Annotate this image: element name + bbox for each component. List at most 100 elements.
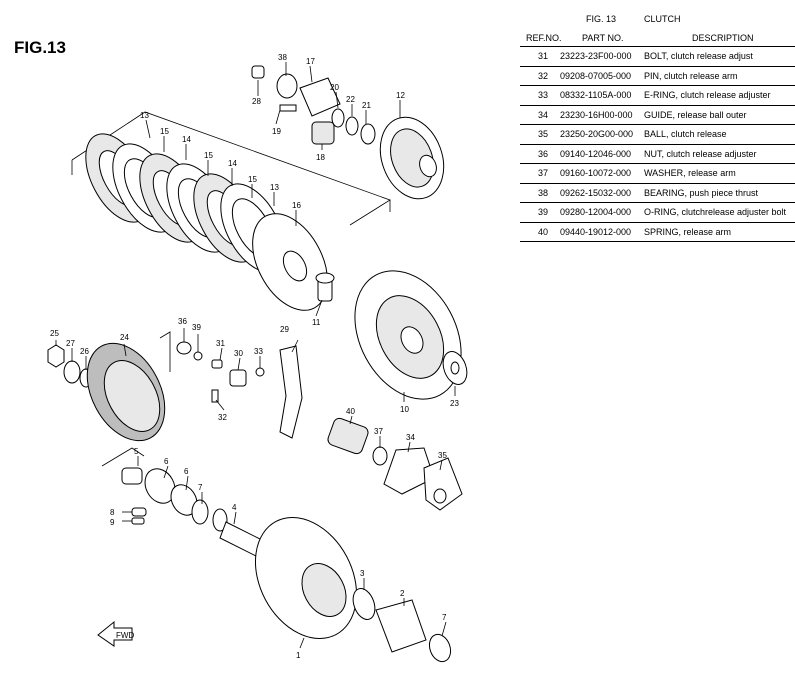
row-desc: GUIDE, release ball outer [644,109,747,120]
table-row: 39 09280-12004-000 O-RING, clutchrelease a… [520,203,795,223]
clutch-housing [354,270,462,400]
callout-14: 14 [182,135,191,144]
callout-labels: 13 15 14 15 14 15 13 16 11 10 12 23 29 3… [50,53,459,660]
callout-21: 21 [362,101,371,110]
callout-19: 19 [272,127,281,136]
row-desc: PIN, clutch release arm [644,70,738,81]
row-ref: 31 [537,51,548,61]
header-desc: DESCRIPTION [692,33,754,43]
callout-38: 38 [278,53,287,62]
callout-30: 30 [234,349,243,358]
callout-9: 9 [110,518,115,527]
callout-35: 35 [438,451,447,460]
drive-shaft-group [101,447,263,557]
housing-washer [442,351,468,385]
row-part: 09140-12046-000 [560,148,632,159]
table-row: 31 23223-23F00-000 BOLT, clutch release ad… [520,47,795,67]
forward-arrow-icon: FWD [97,620,134,647]
release-arm-group [176,341,303,439]
row-ref: 37 [537,168,548,178]
callout-18: 18 [316,153,325,162]
row-desc: BEARING, push piece thrust [644,187,759,198]
callout-26: 26 [80,347,89,356]
row-part: 09160-10072-000 [560,168,632,178]
callout-6: 6 [184,467,189,476]
callout-29: 29 [280,325,289,334]
callout-40: 40 [346,407,355,416]
table-row: 32 09208-07005-000 PIN, clutch release arm [520,67,795,86]
centrifugal-clutch [47,331,171,442]
callout-13: 13 [140,111,149,120]
row-desc: BOLT, clutch release adjust [644,51,753,61]
row-ref: 32 [537,70,548,81]
row-part: 09208-07005-000 [560,70,632,81]
table-row: 38 09262-15032-000 BEARING, push piece thr… [520,184,795,203]
release-small-parts [251,65,376,145]
row-part: 09262-15032-000 [560,187,632,198]
callout-24: 24 [120,333,129,342]
row-ref: 40 [537,226,548,237]
callout-4: 4 [232,503,237,512]
row-part: 09440-19012-000 [560,226,632,237]
table-name-caption: CLUTCH [644,14,681,24]
callout-1: 1 [296,651,301,660]
row-ref: 39 [537,207,548,217]
table-header: REF.NO. PART NO. DESCRIPTION [520,30,795,47]
row-desc: WASHER, release arm [644,168,736,178]
header-ref: REF.NO. [526,33,562,43]
front-marker-text: FWD [116,631,134,640]
callout-39: 39 [192,323,201,332]
row-desc: E-RING, clutch release adjuster [644,90,771,100]
row-desc: O-RING, clutchrelease adjuster bolt [644,207,787,217]
callout-32: 32 [218,413,227,422]
leader-lines [55,62,456,649]
row-part: 23250-20G00-000 [560,129,634,139]
row-ref: 35 [537,129,548,139]
row-ref: 34 [537,109,548,120]
table-row: 37 09160-10072-000 WASHER, release arm [520,164,795,184]
figure-label: FIG.13 [14,38,66,57]
callout-13: 13 [270,183,279,192]
callout-20: 20 [330,83,339,92]
callout-33: 33 [254,347,263,356]
callout-16: 16 [292,201,301,210]
callout-15: 15 [204,151,213,160]
callout-36: 36 [178,317,187,326]
row-part: 09280-12004-000 [560,207,632,217]
callout-15: 15 [160,127,169,136]
callout-31: 31 [216,339,225,348]
parts-table: FIG. 13 CLUTCH REF.NO. PART NO. DESCRIPT… [520,10,795,242]
header-part: PART NO. [582,33,624,43]
callout-34: 34 [406,433,415,442]
callout-3: 3 [360,569,365,578]
callout-25: 25 [50,329,59,338]
table-row: 34 23230-16H00-000 GUIDE, release ball out… [520,106,795,125]
row-part: 23230-16H00-000 [560,109,633,120]
row-part: 08332-1105A-000 [560,90,632,100]
drum-bearing-parts [352,588,452,663]
callout-15: 15 [248,175,257,184]
callout-22: 22 [346,95,355,104]
callout-28: 28 [252,97,261,106]
callout-11: 11 [312,318,321,327]
callout-17: 17 [306,57,315,66]
callout-2: 2 [400,589,405,598]
row-desc: NUT, clutch release adjuster [644,148,757,159]
release-gear [379,116,445,200]
row-ref: 38 [537,187,548,198]
callout-8: 8 [110,508,115,517]
table-caption: FIG. 13 CLUTCH [520,10,795,30]
callout-23: 23 [450,399,459,408]
callout-14: 14 [228,159,237,168]
row-part: 23223-23F00-000 [560,51,632,61]
callout-5: 5 [134,447,139,456]
callout-7: 7 [198,483,203,492]
table-fig-caption: FIG. 13 [586,14,617,24]
callout-12: 12 [396,91,405,100]
clutch-drum [254,517,358,639]
